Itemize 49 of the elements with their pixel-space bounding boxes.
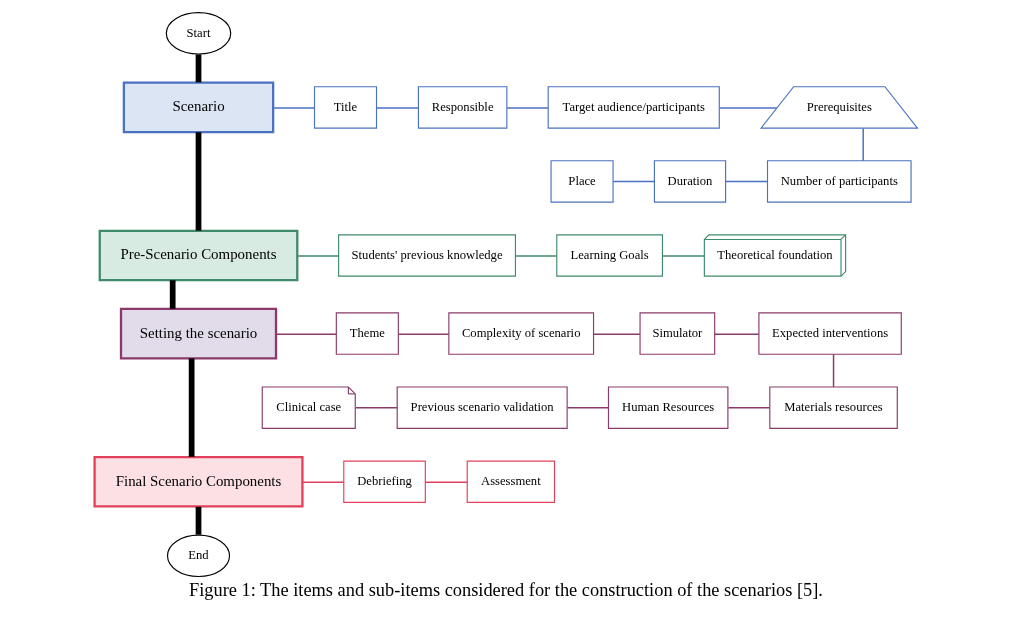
connector: [195, 132, 201, 231]
node-box: Pre-Scenario Components: [98, 229, 298, 282]
connector: [727, 406, 771, 409]
connector: [612, 180, 655, 183]
connector: [375, 107, 419, 109]
connector: [724, 180, 768, 183]
connector: [354, 406, 398, 409]
node-box: Final Scenario Components: [92, 455, 304, 508]
connector: [397, 333, 449, 335]
connector: [713, 333, 760, 335]
node-box: Number of participants: [766, 160, 912, 203]
connector: [195, 506, 201, 535]
node-box: Scenario: [122, 81, 274, 134]
connector: [424, 481, 468, 484]
connector: [275, 333, 337, 335]
connector: [505, 107, 549, 109]
connector: [718, 107, 778, 109]
node-box: Learning Goals: [555, 234, 663, 277]
connector: [301, 481, 344, 484]
node-box: Theme: [335, 312, 399, 355]
node-box: Target audience/participants: [547, 86, 720, 129]
connector: [188, 358, 194, 457]
connector: [832, 353, 834, 388]
connector: [566, 406, 609, 409]
node-box: Previous scenario validation: [396, 386, 568, 429]
node-ellipse: End: [166, 534, 230, 578]
node-box: Students' previous knowledge: [337, 234, 516, 277]
node-box: Setting the scenario: [119, 307, 277, 360]
node-box: Expected interventions: [757, 312, 902, 355]
connector: [296, 255, 339, 257]
node-box: Title: [313, 86, 377, 129]
connector: [272, 107, 315, 109]
connector: [514, 255, 557, 257]
node-box: Complexity of scenario: [447, 312, 594, 355]
node-box: Materials resources: [768, 386, 898, 429]
node-box: Responsible: [417, 86, 507, 129]
connector: [592, 333, 641, 335]
node-box: Place: [549, 160, 614, 203]
node-box: Duration: [653, 160, 726, 203]
node-box: Human Resources: [607, 386, 728, 429]
caption: Figure 1: The items and sub-items considered for the construction of the scenarios [5].: [188, 579, 823, 600]
connector: [861, 127, 864, 162]
connector: [195, 54, 201, 83]
node-ellipse: Start: [165, 12, 231, 55]
connector: [169, 280, 176, 309]
node-box: Simulator: [638, 312, 715, 355]
node-box: Debriefing: [342, 460, 426, 503]
connector: [661, 255, 705, 257]
node-box: Assessment: [466, 460, 555, 503]
